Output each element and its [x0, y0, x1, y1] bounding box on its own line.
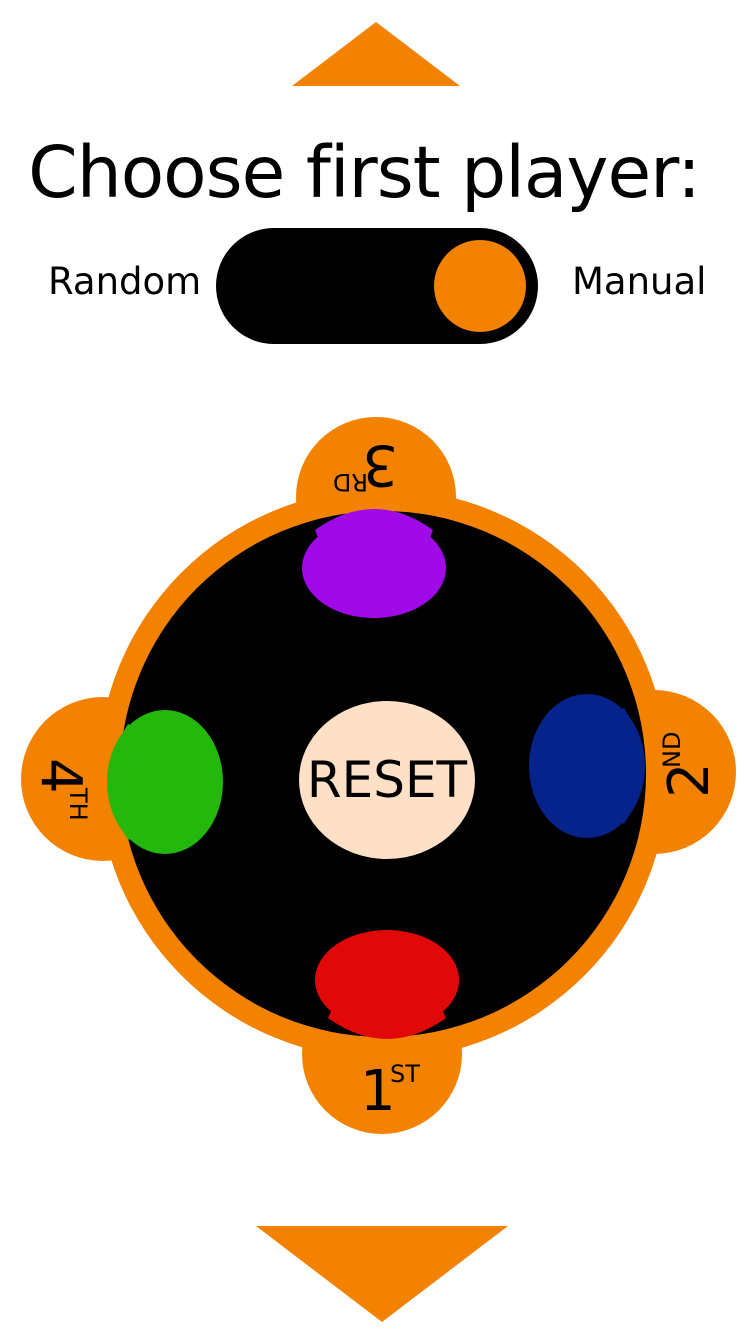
- scroll-down-arrow-icon[interactable]: [256, 1226, 508, 1322]
- page-title: Choose first player:: [28, 131, 701, 214]
- player-piece-1st[interactable]: [315, 930, 459, 1030]
- random-label: Random: [48, 260, 202, 303]
- player-piece-4th[interactable]: [107, 710, 223, 854]
- player-piece-3rd[interactable]: [302, 518, 446, 618]
- mode-toggle-switch[interactable]: [216, 228, 538, 344]
- place-number-4: 4: [28, 758, 93, 794]
- scroll-up-arrow-icon[interactable]: [292, 22, 460, 86]
- place-number-2: 2: [657, 762, 722, 798]
- place-number-3: 3: [362, 432, 398, 497]
- player-piece-green[interactable]: [107, 710, 223, 854]
- place-suffix-1: ST: [390, 1060, 420, 1088]
- reset-button[interactable]: RESET: [299, 701, 475, 859]
- place-suffix-2: ND: [658, 732, 686, 768]
- player-piece-2nd[interactable]: [529, 694, 645, 838]
- manual-label: Manual: [572, 260, 707, 303]
- place-label-1st: 1 ST: [360, 1059, 420, 1124]
- place-label-3rd: 3 RD: [333, 432, 398, 497]
- place-label-2nd: 2 ND: [657, 732, 722, 798]
- player-piece-red[interactable]: [315, 930, 459, 1039]
- place-suffix-4: TH: [64, 787, 92, 821]
- toggle-knob: [434, 240, 526, 332]
- player-piece-blue[interactable]: [529, 694, 645, 838]
- place-suffix-3: RD: [333, 468, 368, 496]
- place-number-1: 1: [360, 1059, 396, 1124]
- player-piece-purple[interactable]: [302, 509, 446, 618]
- place-label-4th: 4 TH: [28, 758, 93, 821]
